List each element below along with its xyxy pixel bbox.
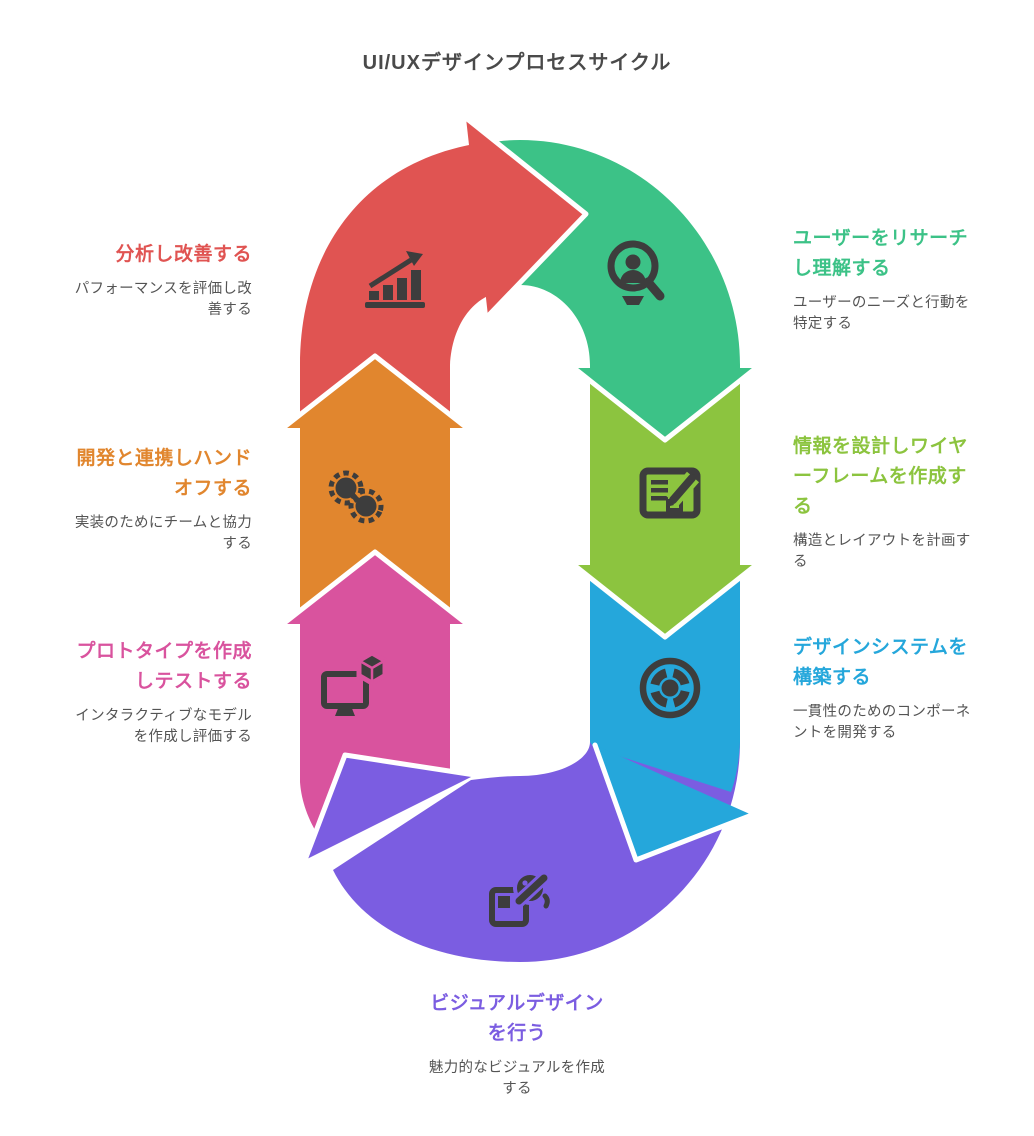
step-desc-visual-design: 魅力的なビジュアルを作成する	[428, 1060, 606, 1097]
step-block-analyze-improve: 分析し改善する パフォーマンスを評価し改善する	[30, 240, 252, 321]
step-desc-wireframes: 構造とレイアウトを計画する	[793, 533, 971, 570]
step-desc-analyze-improve: パフォーマンスを評価し改善する	[74, 281, 252, 318]
step-block-prototype-test: プロトタイプを作成しテストする インタラクティブなモデルを作成し評価する	[30, 637, 252, 748]
segment-user-research-arrowhead-overlay	[571, 365, 759, 443]
monitor-cube-icon	[321, 650, 388, 716]
step-block-user-research: ユーザーをリサーチし理解する ユーザーのニーズと行動を特定する	[793, 224, 1015, 335]
step-block-dev-handoff: 開発と連携しハンドオフする 実装のためにチームと協力する	[30, 444, 252, 555]
step-desc-dev-handoff: 実装のためにチームと協力する	[74, 515, 252, 552]
step-block-visual-design: ビジュアルデザインを行う 魅力的なビジュアルを作成する	[391, 989, 643, 1100]
step-label-analyze-improve: 分析し改善する	[115, 244, 252, 265]
step-label-prototype-test: プロトタイプを作成しテストする	[76, 641, 252, 692]
step-desc-prototype-test: インタラクティブなモデルを作成し評価する	[75, 708, 252, 745]
step-desc-user-research: ユーザーのニーズと行動を特定する	[793, 295, 970, 332]
page-title: UI/UXデザインプロセスサイクル	[362, 52, 672, 74]
step-block-wireframes: 情報を設計しワイヤーフレームを作成する 構造とレイアウトを計画する	[793, 432, 1015, 573]
step-block-design-system: デザインシステムを構築する 一貫性のためのコンポーネントを開発する	[793, 633, 1015, 744]
component-wheel-icon	[639, 657, 701, 719]
user-search-icon	[607, 240, 665, 305]
growth-chart-icon	[365, 251, 425, 308]
gears-icon	[328, 470, 384, 524]
step-label-user-research: ユーザーをリサーチし理解する	[793, 228, 969, 279]
step-desc-design-system: 一貫性のためのコンポーネントを開発する	[793, 704, 971, 741]
step-label-visual-design: ビジュアルデザインを行う	[430, 993, 604, 1044]
palette-brush-icon	[489, 871, 551, 927]
step-label-design-system: デザインシステムを構築する	[793, 637, 968, 688]
segment-visual-design-arrow	[302, 742, 740, 962]
segment-design-system-arrow	[590, 570, 755, 863]
step-label-dev-handoff: 開発と連携しハンドオフする	[76, 448, 252, 499]
step-label-wireframes: 情報を設計しワイヤーフレームを作成する	[793, 436, 968, 517]
wireframe-pencil-icon	[639, 467, 701, 519]
